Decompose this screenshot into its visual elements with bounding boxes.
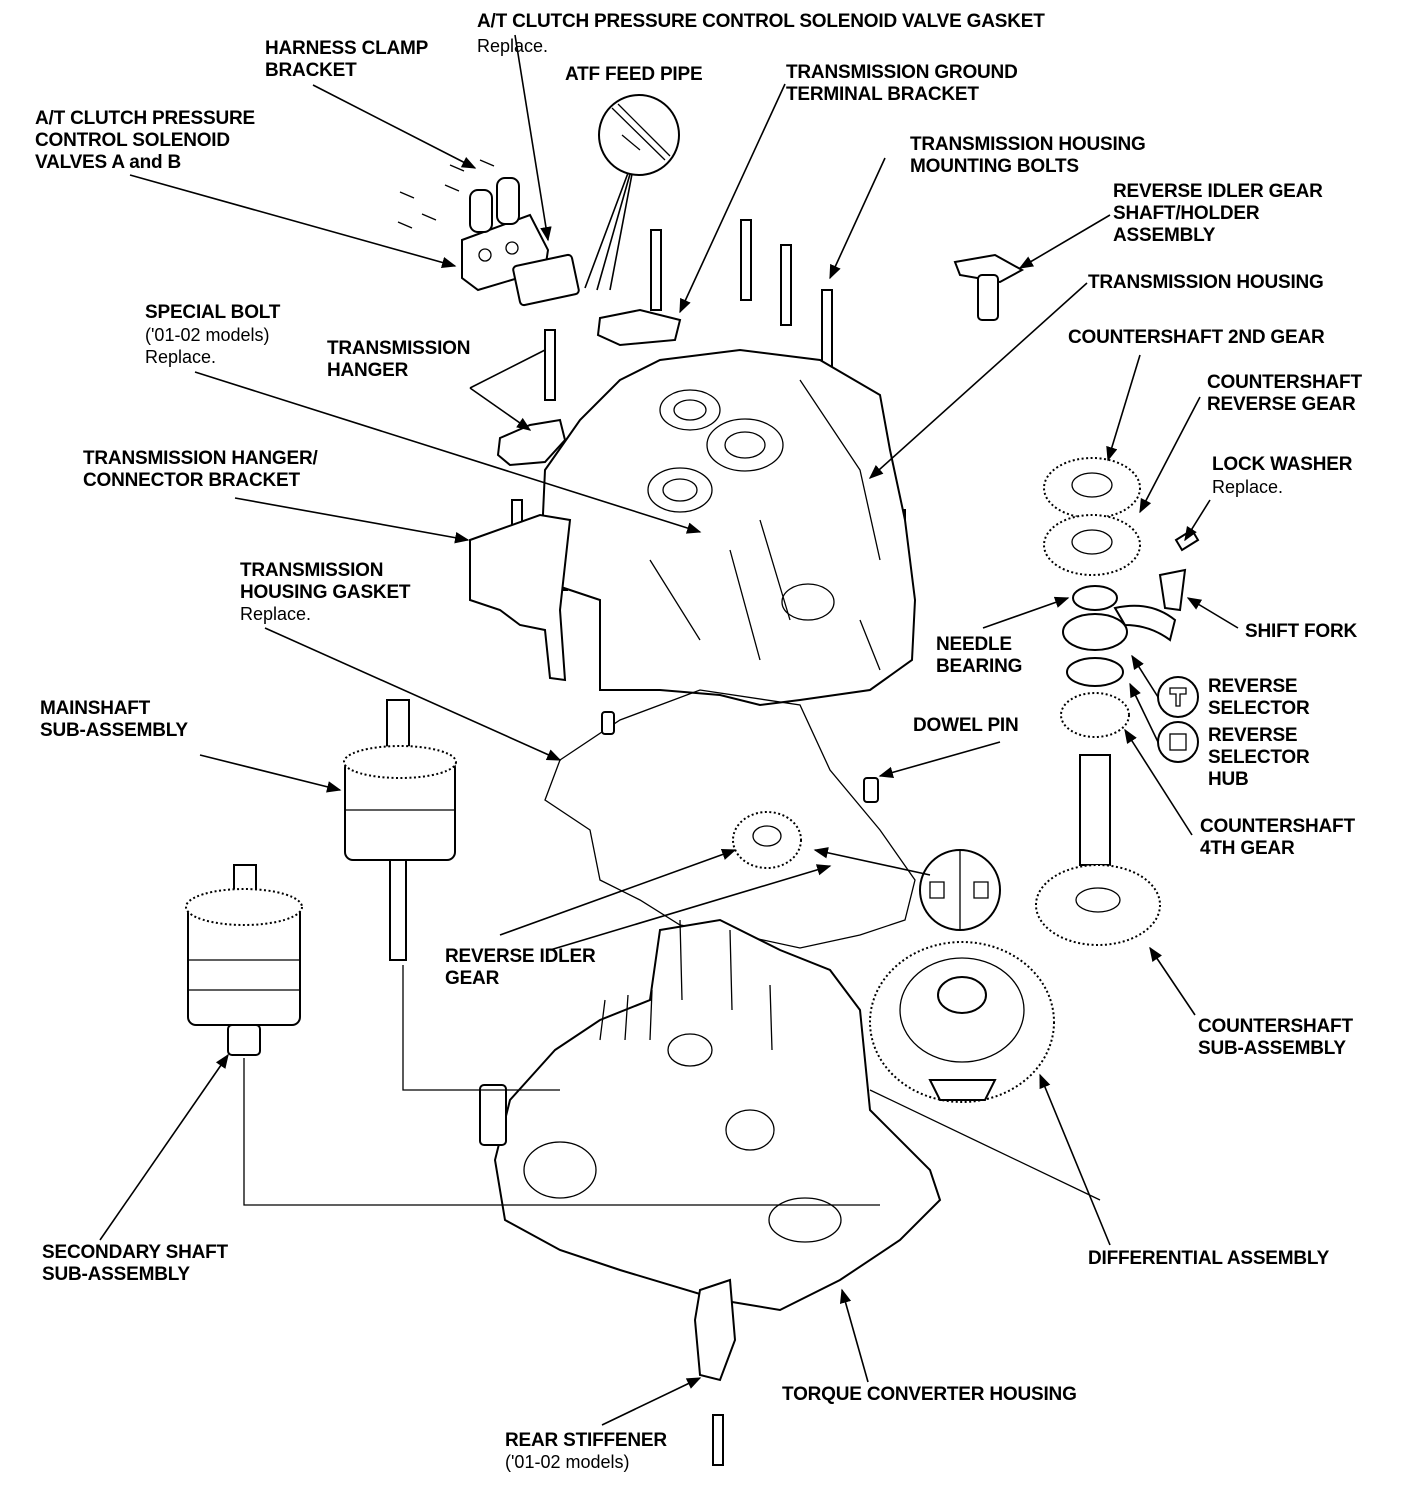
label-solenoid-valves-2: CONTROL SOLENOID	[35, 130, 230, 151]
reverse-idler-shaft-holder	[953, 253, 1025, 321]
label-solenoid-valve-gasket-note: Replace.	[477, 36, 548, 56]
dowel-pin-1	[601, 711, 615, 735]
mainshaft-sub-assembly	[343, 699, 457, 961]
label-transmission-hanger: TRANSMISSION	[327, 338, 470, 359]
label-solenoid-valve-gasket: A/T CLUTCH PRESSURE CONTROL SOLENOID VAL…	[477, 11, 1045, 32]
label-countershaft-sub-assembly: COUNTERSHAFT	[1198, 1016, 1353, 1037]
label-countershaft-sub-assembly-2: SUB-ASSEMBLY	[1198, 1038, 1346, 1059]
label-reverse-idler-shaft-2: SHAFT/HOLDER	[1113, 203, 1260, 224]
label-torque-converter-housing: TORQUE CONVERTER HOUSING	[782, 1384, 1077, 1405]
label-transmission-hanger-2: HANGER	[327, 360, 409, 381]
rear-stiffener	[693, 1278, 737, 1466]
label-dowel-pin: DOWEL PIN	[913, 715, 1019, 736]
label-countershaft-reverse-gear: COUNTERSHAFT	[1207, 372, 1362, 393]
hanger-connector-bracket	[469, 513, 572, 682]
reverse-idler-gear	[732, 811, 802, 869]
countershaft-gear-stack	[1035, 457, 1161, 946]
secondary-shaft-sub-assembly	[185, 864, 303, 1056]
label-special-bolt-note-1: ('01-02 models)	[145, 325, 270, 345]
label-rear-stiffener: REAR STIFFENER	[505, 1430, 667, 1451]
label-countershaft-4th-gear-2: 4TH GEAR	[1200, 838, 1295, 859]
label-reverse-idler-shaft-3: ASSEMBLY	[1113, 225, 1216, 246]
label-lock-washer: LOCK WASHER	[1212, 454, 1353, 475]
label-secondary-shaft: SECONDARY SHAFT	[42, 1242, 229, 1263]
label-reverse-selector-2: SELECTOR	[1208, 698, 1310, 719]
reverse-selector-hub-icon	[1157, 721, 1199, 763]
label-hanger-connector-bracket-2: CONNECTOR BRACKET	[83, 470, 300, 491]
label-transmission-housing: TRANSMISSION HOUSING	[1088, 272, 1324, 293]
label-ground-terminal-bracket: TRANSMISSION GROUND	[786, 62, 1018, 83]
label-housing-gasket-note: Replace.	[240, 604, 311, 624]
label-countershaft-4th-gear: COUNTERSHAFT	[1200, 816, 1355, 837]
ground-terminal-bracket	[596, 308, 682, 347]
label-reverse-idler-gear: REVERSE IDLER	[445, 946, 596, 967]
label-housing-mounting-bolts: TRANSMISSION HOUSING	[910, 134, 1146, 155]
label-housing-gasket-2: HOUSING GASKET	[240, 582, 411, 603]
label-reverse-selector-hub: REVERSE	[1208, 725, 1297, 746]
dowel-pin-2	[863, 777, 879, 803]
label-countershaft-2nd-gear: COUNTERSHAFT 2ND GEAR	[1068, 327, 1325, 348]
callout-labels: A/T CLUTCH PRESSURE CONTROL SOLENOID VAL…	[35, 11, 1363, 1472]
label-reverse-selector: REVERSE	[1208, 676, 1297, 697]
shift-fork	[1113, 568, 1187, 642]
atf-feed-pipe-detail	[584, 94, 680, 291]
label-mainshaft-2: SUB-ASSEMBLY	[40, 720, 188, 741]
label-solenoid-valves: A/T CLUTCH PRESSURE	[35, 108, 255, 129]
label-harness-clamp-bracket-2: BRACKET	[265, 60, 357, 81]
label-solenoid-valves-3: VALVES A and B	[35, 152, 181, 173]
label-special-bolt-note-2: Replace.	[145, 347, 216, 367]
label-special-bolt: SPECIAL BOLT	[145, 302, 281, 323]
gear-direction-detail	[919, 849, 1001, 931]
solenoid-valve-assembly	[397, 159, 580, 307]
lock-washer	[1174, 528, 1200, 552]
torque-converter-housing	[479, 918, 942, 1312]
label-rear-stiffener-note: ('01-02 models)	[505, 1452, 630, 1472]
label-harness-clamp-bracket: HARNESS CLAMP	[265, 38, 429, 59]
label-needle-bearing-2: BEARING	[936, 656, 1022, 677]
label-reverse-selector-hub-2: SELECTOR	[1208, 747, 1310, 768]
label-housing-mounting-bolts-2: MOUNTING BOLTS	[910, 156, 1079, 177]
label-housing-gasket: TRANSMISSION	[240, 560, 383, 581]
label-reverse-idler-gear-2: GEAR	[445, 968, 500, 989]
label-atf-feed-pipe: ATF FEED PIPE	[565, 64, 702, 85]
label-mainshaft: MAINSHAFT	[40, 698, 151, 719]
transmission-housing	[538, 348, 917, 707]
label-reverse-idler-shaft: REVERSE IDLER GEAR	[1113, 181, 1323, 202]
transmission-hanger	[496, 418, 567, 467]
housing-gasket	[544, 689, 916, 949]
label-countershaft-reverse-gear-2: REVERSE GEAR	[1207, 394, 1356, 415]
label-secondary-shaft-2: SUB-ASSEMBLY	[42, 1264, 190, 1285]
label-differential-assembly: DIFFERENTIAL ASSEMBLY	[1088, 1248, 1330, 1269]
label-reverse-selector-hub-3: HUB	[1208, 769, 1249, 790]
label-ground-terminal-bracket-2: TERMINAL BRACKET	[786, 84, 979, 105]
reverse-selector-icon	[1157, 676, 1199, 718]
leader-lines	[99, 34, 1239, 1426]
label-shift-fork: SHIFT FORK	[1245, 621, 1357, 642]
label-needle-bearing: NEEDLE	[936, 634, 1012, 655]
label-hanger-connector-bracket: TRANSMISSION HANGER/	[83, 448, 318, 469]
differential-assembly	[869, 941, 1055, 1103]
label-lock-washer-note: Replace.	[1212, 477, 1283, 497]
